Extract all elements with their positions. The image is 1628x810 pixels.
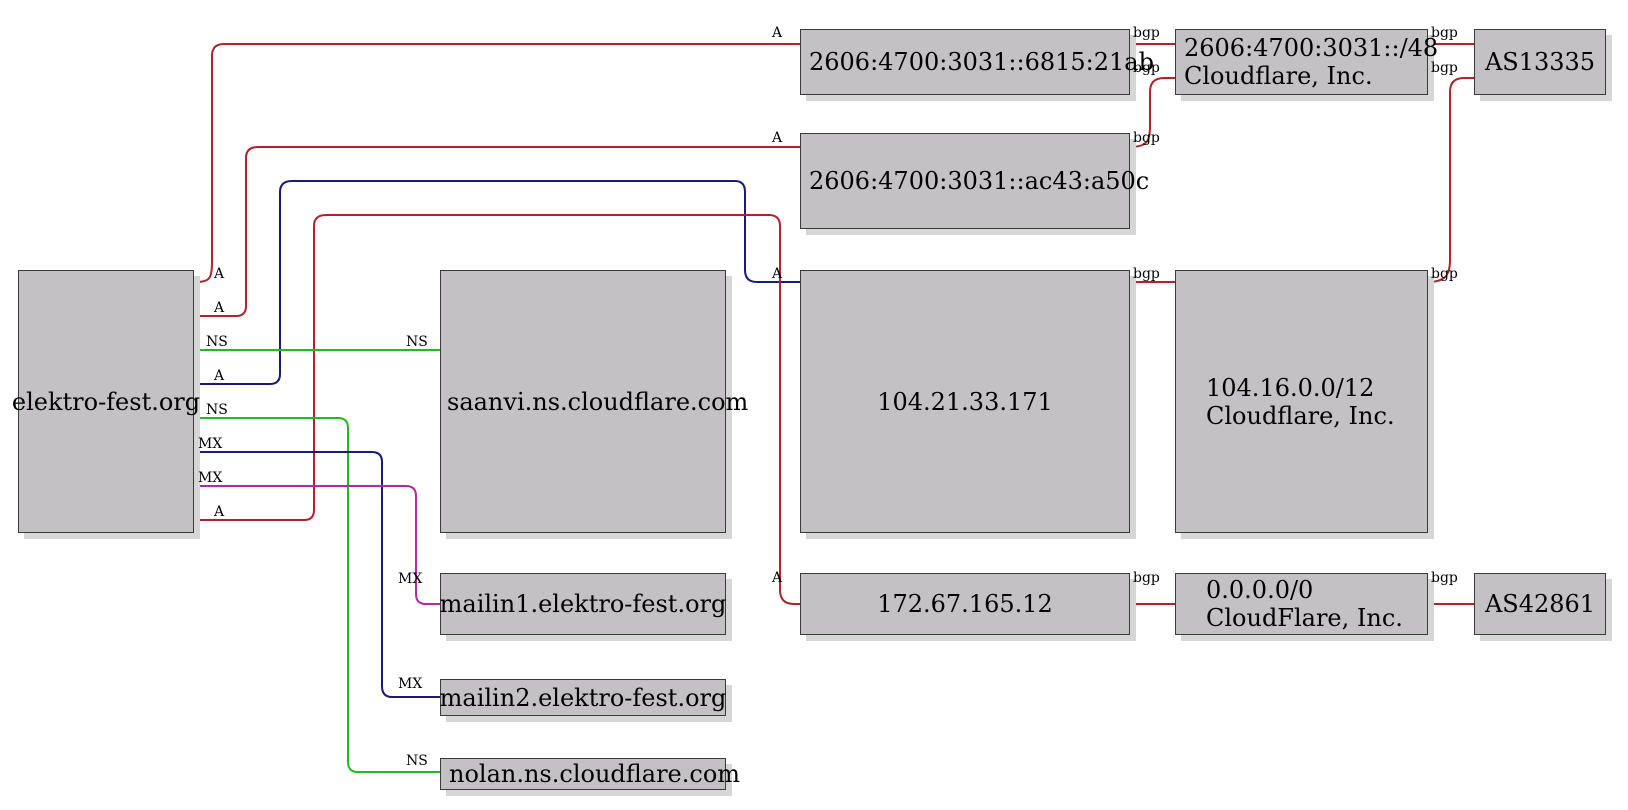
- edge-bgp-a50c-net6: [1129, 77, 1175, 148]
- ns-nolan-label: nolan.ns.cloudflare.com: [449, 760, 741, 788]
- edge-a-a50c: [196, 146, 800, 317]
- ipv4-104-node[interactable]: 104.21.33.171: [800, 270, 1130, 533]
- edge-mx-mailin1: [196, 485, 440, 605]
- edge-label-a: A: [772, 570, 783, 586]
- ipv6-21ab-node[interactable]: 2606:4700:3031::6815:21ab: [800, 29, 1154, 95]
- ns-nolan-node[interactable]: nolan.ns.cloudflare.com: [440, 758, 740, 790]
- edge-label-a: A: [772, 25, 783, 41]
- edge-label-bgp: bgp: [1133, 130, 1160, 146]
- edge-label-a: A: [772, 266, 783, 282]
- edge-label-mx: MX: [398, 676, 423, 692]
- net6-prefix: 2606:4700:3031::/48: [1184, 34, 1439, 62]
- edge-label-mx: MX: [398, 571, 423, 587]
- edge-label-bgp: bgp: [1431, 266, 1458, 282]
- ipv6-a50c-node[interactable]: 2606:4700:3031::ac43:a50c: [800, 133, 1149, 229]
- edge-label-a: A: [214, 300, 225, 316]
- edge-label-bgp: bgp: [1133, 266, 1160, 282]
- net6-owner: Cloudflare, Inc.: [1184, 62, 1373, 90]
- ns-saanvi-label: saanvi.ns.cloudflare.com: [447, 387, 749, 416]
- mx-mailin1-label: mailin1.elektro-fest.org: [439, 590, 727, 618]
- as42861-label: AS42861: [1484, 590, 1596, 618]
- as13335-node[interactable]: AS13335: [1474, 29, 1606, 95]
- edge-label-a: A: [214, 368, 225, 384]
- net0-owner: CloudFlare, Inc.: [1206, 604, 1403, 632]
- edge-label-ns: NS: [206, 334, 228, 350]
- net104-node[interactable]: 104.16.0.0/12 Cloudflare, Inc.: [1175, 270, 1428, 533]
- mx-mailin2-node[interactable]: mailin2.elektro-fest.org: [440, 679, 726, 716]
- edge-label-a: A: [772, 130, 783, 146]
- edge-label-ns: NS: [406, 334, 428, 350]
- edge-bgp-net104-as13335: [1427, 77, 1474, 283]
- edge-label-bgp: bgp: [1133, 25, 1160, 41]
- ipv4-172-node[interactable]: 172.67.165.12: [800, 573, 1130, 635]
- edge-label-bgp: bgp: [1133, 60, 1160, 76]
- ipv4-104-label: 104.21.33.171: [877, 387, 1053, 416]
- edge-ns-nolan: [196, 417, 440, 773]
- edge-label-mx: MX: [198, 436, 223, 452]
- mx-mailin2-label: mailin2.elektro-fest.org: [439, 683, 727, 712]
- ipv6-a50c-label: 2606:4700:3031::ac43:a50c: [809, 167, 1150, 195]
- ns-saanvi-node[interactable]: saanvi.ns.cloudflare.com: [440, 270, 748, 533]
- edge-label-bgp: bgp: [1431, 25, 1458, 41]
- edge-label-bgp: bgp: [1431, 570, 1458, 586]
- net0-prefix: 0.0.0.0/0: [1206, 576, 1314, 604]
- net104-owner: Cloudflare, Inc.: [1206, 401, 1395, 430]
- edge-label-ns: NS: [206, 402, 228, 418]
- edge-label-bgp: bgp: [1133, 570, 1160, 586]
- ipv6-21ab-label: 2606:4700:3031::6815:21ab: [809, 48, 1154, 76]
- edge-a-21ab: [195, 43, 800, 283]
- edge-label-bgp: bgp: [1431, 60, 1458, 76]
- net0-node[interactable]: 0.0.0.0/0 CloudFlare, Inc.: [1175, 573, 1428, 635]
- as13335-label: AS13335: [1484, 48, 1596, 76]
- edge-a-172: [196, 214, 800, 605]
- net6-node[interactable]: 2606:4700:3031::/48 Cloudflare, Inc.: [1175, 29, 1438, 95]
- edge-label-a: A: [214, 504, 225, 520]
- edge-label-a: A: [214, 266, 225, 282]
- mx-mailin1-node[interactable]: mailin1.elektro-fest.org: [440, 573, 726, 635]
- ipv4-172-label: 172.67.165.12: [877, 590, 1053, 618]
- domain-node[interactable]: elektro-fest.org: [12, 270, 200, 533]
- edge-mx-mailin2: [196, 451, 440, 698]
- edge-label-ns: NS: [406, 753, 428, 769]
- edge-label-mx: MX: [198, 470, 223, 486]
- net104-prefix: 104.16.0.0/12: [1206, 373, 1375, 402]
- edge-a-104: [196, 180, 800, 385]
- as42861-node[interactable]: AS42861: [1474, 573, 1606, 635]
- domain-node-label: elektro-fest.org: [11, 387, 201, 416]
